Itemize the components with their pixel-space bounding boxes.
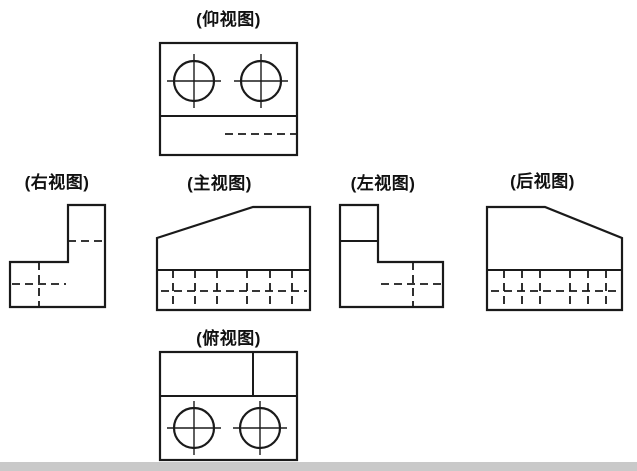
bottom-view-outline [158,41,299,157]
top-view-drawing [158,350,299,462]
front-view-outline [155,205,312,312]
left-view-outline [338,203,445,309]
label-rear-view: (后视图) [510,172,575,191]
right-view-drawing [8,203,107,309]
label-bottom-view: (仰视图) [196,10,261,29]
label-left-view: (左视图) [350,174,416,193]
footer-bar [0,462,637,471]
bottom-view-drawing [158,41,299,157]
top-view-outline [158,350,299,462]
left-view-drawing [338,203,445,309]
rear-view-drawing [485,205,624,312]
right-view-outline [8,203,107,309]
rear-view-outline [485,205,624,312]
label-right-view: (右视图) [24,173,90,192]
label-top-view: (俯视图) [196,329,261,348]
front-view-drawing [155,205,312,312]
label-front-view: (主视图) [187,174,252,193]
